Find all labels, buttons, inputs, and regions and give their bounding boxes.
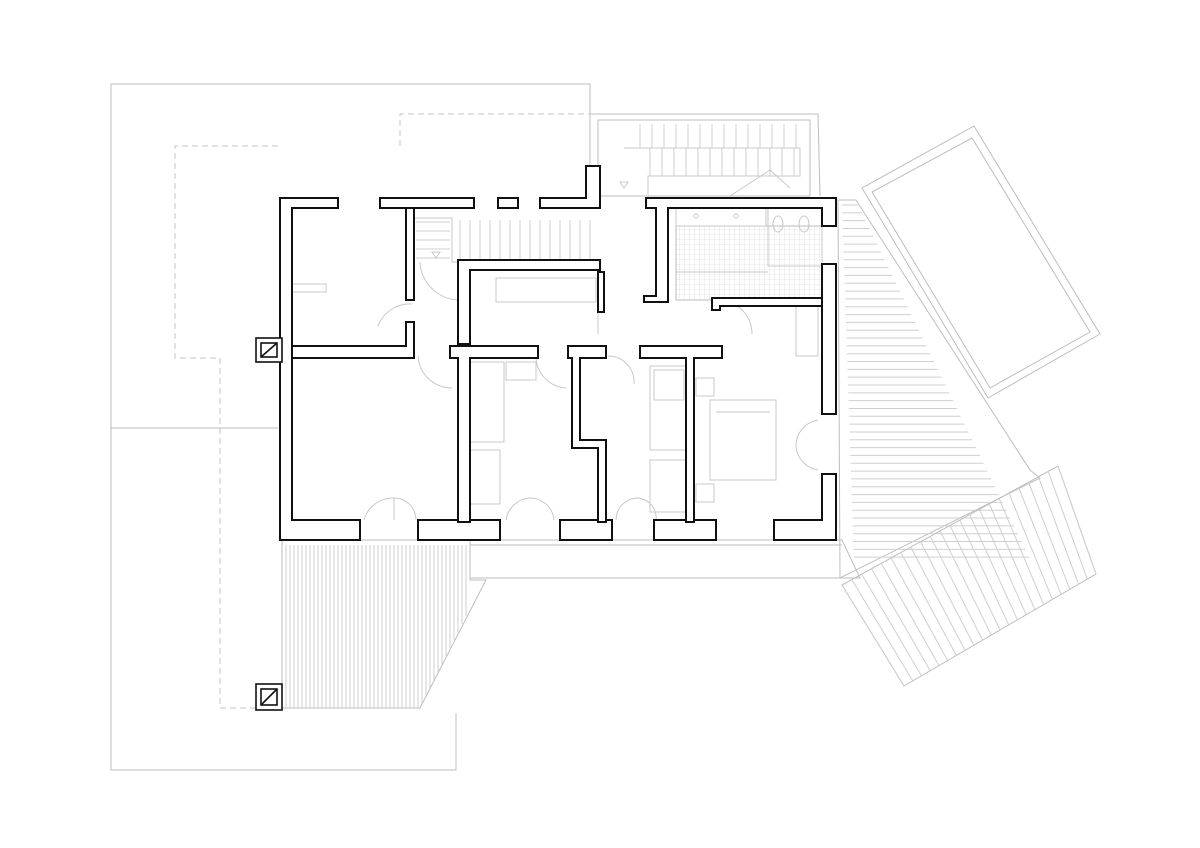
east-external-stair (841, 465, 1097, 687)
roof-outline-west (110, 83, 591, 771)
internal-stair (414, 217, 600, 263)
bathroom (675, 205, 823, 301)
chimney-west (255, 337, 283, 363)
rotated-roof-panel (861, 125, 1101, 399)
north-stair-enclosure (590, 113, 821, 197)
interior-walls (291, 207, 823, 523)
chimney-south (255, 683, 283, 711)
eave-dashed-line (174, 113, 590, 709)
south-terrace-strip (469, 539, 861, 579)
east-terrace-deck (837, 199, 1041, 579)
exterior-walls (279, 165, 837, 541)
south-terrace-deck (281, 539, 487, 709)
